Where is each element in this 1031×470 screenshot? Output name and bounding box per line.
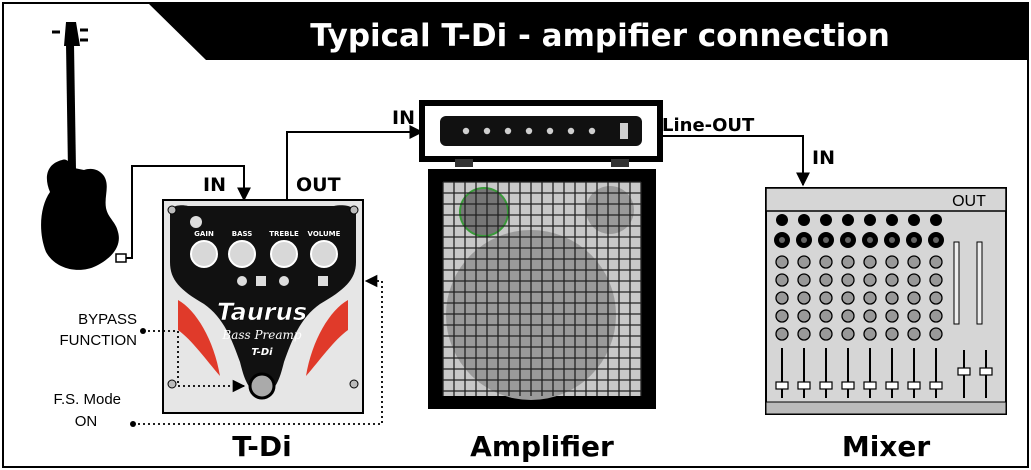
tdi-logo-text: Taurus	[217, 298, 307, 326]
bypass-label-line1: BYPASS	[78, 311, 137, 328]
fs-mode-label-line1: F.S. Mode	[53, 391, 121, 408]
cable-amp-to-mixer	[660, 135, 810, 187]
bypass-label-line2: FUNCTION	[60, 332, 138, 349]
header-banner	[148, 3, 1028, 60]
knob-label-gain: GAIN	[194, 230, 214, 238]
amp-line-out-label: Line-OUT	[662, 115, 755, 136]
tweeter-icon	[459, 187, 509, 237]
speaker-grille	[442, 181, 642, 396]
bass-guitar-icon	[41, 22, 127, 270]
mixer: OUT	[765, 187, 1007, 415]
knob-label-bass: BASS	[232, 230, 253, 238]
knob-label-treble: TREBLE	[269, 230, 299, 238]
footswitch-icon	[248, 372, 276, 400]
amp-in-label: IN	[392, 107, 415, 129]
tdi-in-label: IN	[203, 174, 226, 196]
cable-tdi-to-amp	[286, 125, 424, 203]
amplifier-device-name: Amplifier	[470, 430, 614, 463]
tdi-subtitle: Bass Preamp	[221, 328, 302, 342]
page-title: Typical T-Di - ampifier connection	[310, 18, 890, 54]
mixer-channels	[774, 214, 944, 398]
mixer-out-label: OUT	[952, 193, 986, 210]
amplifier	[419, 100, 663, 409]
cable-guitar-to-tdi	[126, 165, 251, 259]
tdi-pedal: GAIN BASS TREBLE VOLUME Taurus Bass Prea…	[162, 199, 364, 414]
mixer-device-name: Mixer	[842, 430, 931, 463]
tdi-model-text: T-Di	[251, 347, 273, 358]
knob-label-volume: VOLUME	[308, 230, 341, 238]
fs-mode-callout-line	[133, 274, 383, 425]
mixer-in-label: IN	[812, 147, 835, 169]
tdi-device-name: T-Di	[232, 430, 291, 463]
tdi-out-label: OUT	[296, 174, 341, 196]
fs-mode-label-line2: ON	[75, 413, 98, 430]
